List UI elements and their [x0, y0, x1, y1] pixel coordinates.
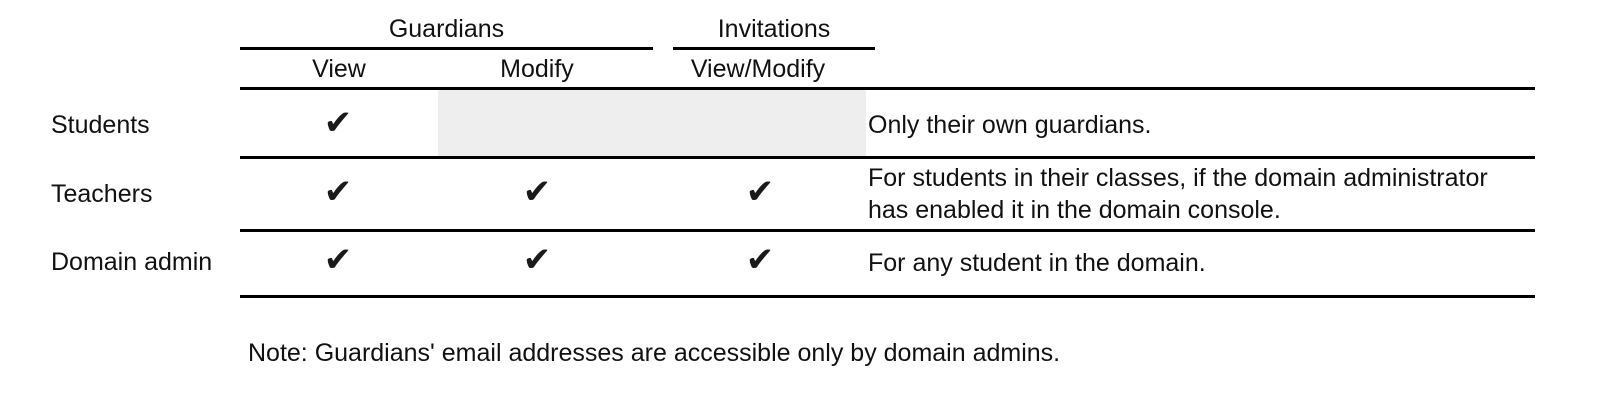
- table-rule-bottom: [240, 295, 1535, 298]
- description-domain-admin: For any student in the domain.: [868, 247, 1528, 279]
- row-label-students: Students: [51, 111, 150, 139]
- table-rule-after-students: [240, 156, 1535, 159]
- check-domain-admin-guardians-view: ✔: [323, 240, 353, 280]
- row-label-domain-admin: Domain admin: [51, 248, 213, 276]
- column-header-guardians-view: View: [312, 55, 366, 83]
- check-domain-admin-invitations-view-modify: ✔: [745, 240, 775, 280]
- table-rule-top: [240, 87, 1535, 90]
- check-teachers-invitations-view-modify: ✔: [745, 172, 775, 212]
- table-rule-after-teachers: [240, 229, 1535, 232]
- description-students-line-1: Only their own guardians.: [868, 111, 1152, 139]
- description-domain-admin-line-1: For any student in the domain.: [868, 249, 1206, 277]
- check-domain-admin-guardians-modify: ✔: [522, 240, 552, 280]
- group-header-guardians: Guardians: [388, 15, 505, 43]
- check-students-guardians-view: ✔: [323, 103, 353, 143]
- description-teachers-line-2: has enabled it in the domain console.: [868, 196, 1281, 224]
- footnote-note: Note: Guardians' email addresses are acc…: [248, 339, 1061, 367]
- group-header-invitations-rule: [673, 47, 875, 50]
- check-teachers-guardians-modify: ✔: [522, 172, 552, 212]
- description-students: Only their own guardians.: [868, 109, 1528, 141]
- description-teachers: For students in their classes, if the do…: [868, 162, 1528, 226]
- group-header-row: Guardians Invitations: [240, 14, 1535, 50]
- column-header-invitations-view-modify: View/Modify: [690, 55, 826, 83]
- check-teachers-guardians-view: ✔: [323, 172, 353, 212]
- group-header-invitations: Invitations: [717, 15, 831, 43]
- row-label-teachers: Teachers: [51, 180, 153, 208]
- column-header-row: View Modify View/Modify: [240, 54, 1535, 88]
- cell-students-not-applicable: [438, 90, 866, 156]
- group-header-guardians-rule: [240, 47, 653, 50]
- column-header-guardians-modify: Modify: [500, 55, 574, 83]
- description-teachers-line-1: For students in their classes, if the do…: [868, 164, 1488, 192]
